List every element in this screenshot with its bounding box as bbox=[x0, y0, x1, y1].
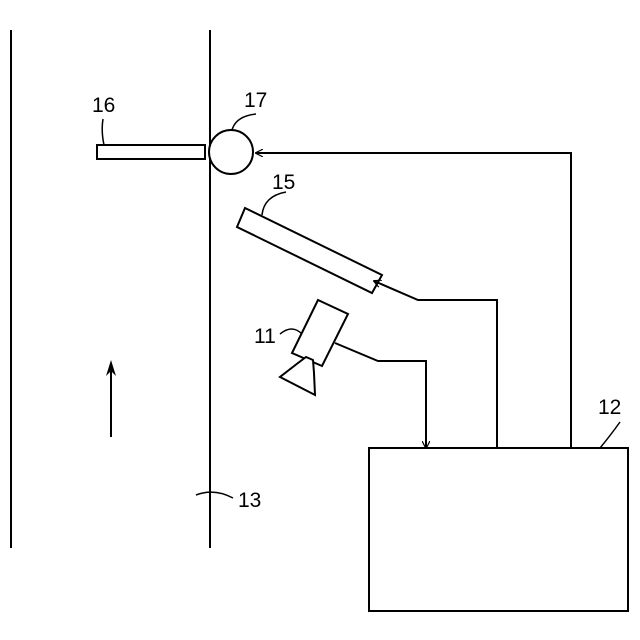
label-controller: 12 bbox=[598, 396, 621, 419]
control-line-to-light-bar bbox=[374, 281, 497, 448]
light-bar bbox=[237, 208, 382, 293]
leader-camera bbox=[280, 329, 302, 334]
label-camera: 11 bbox=[254, 325, 276, 348]
label-arm: 16 bbox=[92, 94, 115, 117]
leader-arm bbox=[102, 119, 104, 145]
leader-conveyor bbox=[196, 492, 233, 498]
leader-light-bar bbox=[262, 192, 286, 215]
roller bbox=[209, 130, 253, 174]
controller-box bbox=[369, 448, 628, 611]
leader-controller bbox=[600, 422, 620, 448]
camera bbox=[280, 300, 348, 395]
camera-lens bbox=[280, 357, 315, 395]
leader-roller bbox=[232, 114, 256, 130]
control-line-to-roller bbox=[256, 153, 571, 448]
label-roller: 17 bbox=[244, 89, 267, 112]
signal-line-camera-to-controller bbox=[335, 343, 426, 448]
label-light-bar: 15 bbox=[272, 171, 295, 194]
label-conveyor: 13 bbox=[238, 489, 261, 512]
arm bbox=[97, 145, 205, 159]
travel-direction-arrow bbox=[106, 360, 116, 437]
